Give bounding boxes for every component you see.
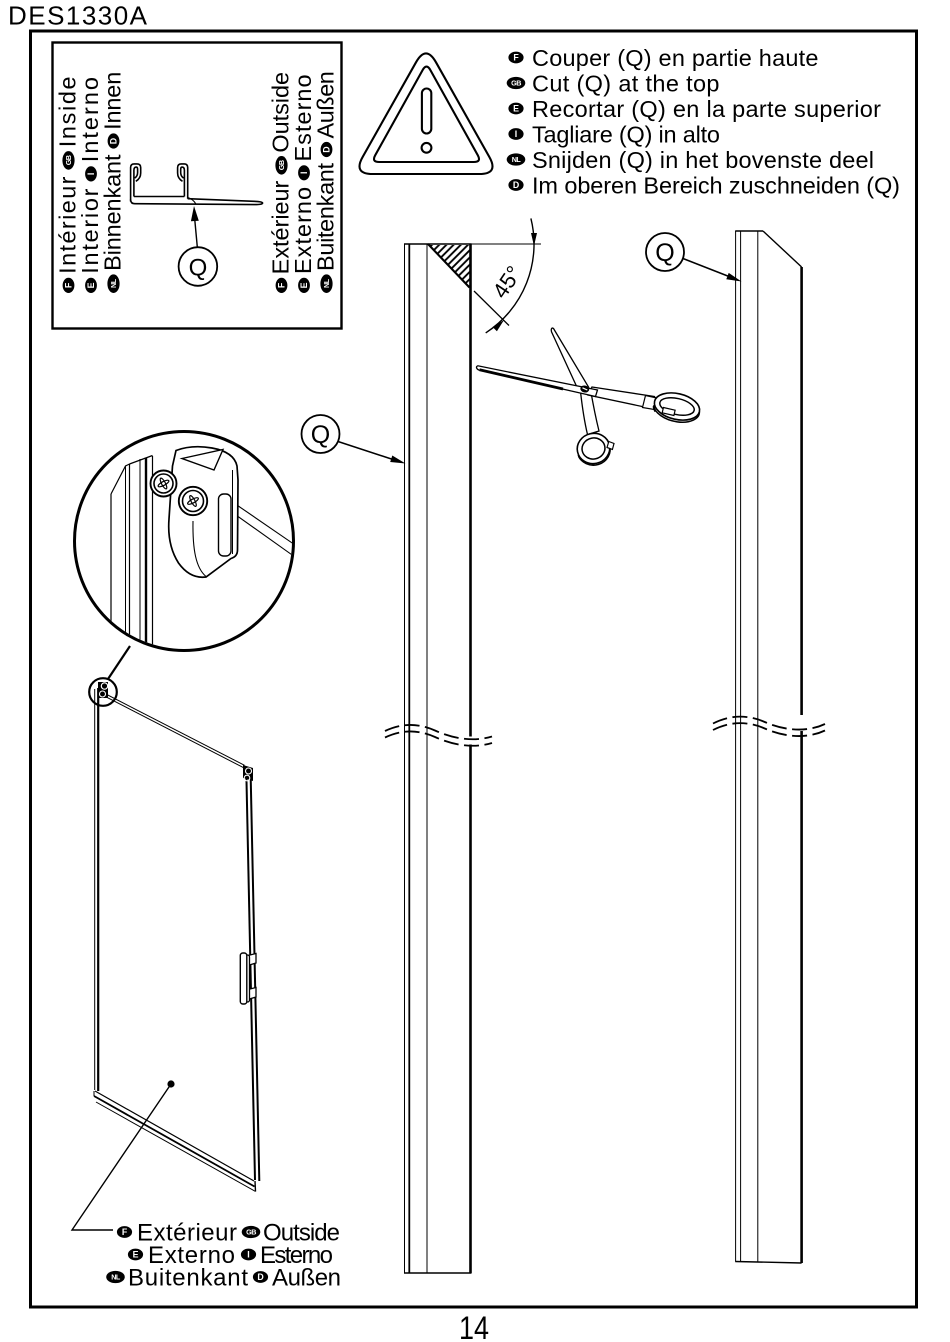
svg-text:D: D [322,146,332,152]
svg-text:E: E [133,1250,139,1260]
svg-text:GB: GB [277,160,286,170]
svg-text:Extérieur: Extérieur [268,180,294,274]
svg-text:Buitenkant: Buitenkant [128,1264,248,1291]
svg-text:Couper (Q) en partie haute: Couper (Q) en partie haute [532,45,819,71]
svg-text:I: I [86,173,96,175]
svg-text:Intérieur: Intérieur [55,176,81,273]
svg-text:GB: GB [246,1228,256,1237]
svg-text:14: 14 [459,1310,489,1342]
svg-text:NL: NL [512,155,522,164]
svg-text:E: E [299,282,309,288]
svg-text:Q: Q [311,421,330,449]
svg-text:D: D [513,180,519,190]
svg-text:F: F [64,282,74,288]
svg-text:I: I [299,172,309,174]
svg-text:F: F [513,53,519,63]
svg-text:Q: Q [189,255,208,282]
svg-text:GB: GB [511,79,521,88]
svg-text:Externo: Externo [148,1242,235,1269]
svg-text:Cut (Q) at the top: Cut (Q) at the top [532,70,720,96]
svg-text:Tagliare (Q) in alto: Tagliare (Q) in alto [532,121,720,147]
svg-text:Binnenkant: Binnenkant [100,154,126,271]
svg-text:Außen: Außen [313,71,339,138]
svg-text:F: F [122,1227,128,1237]
svg-text:GB: GB [64,155,73,165]
svg-text:D: D [109,138,119,144]
svg-text:Im oberen Bereich zuschneiden: Im oberen Bereich zuschneiden (Q) [532,172,900,198]
svg-text:Esterno: Esterno [260,1242,333,1269]
svg-text:I: I [247,1250,249,1260]
svg-text:NL: NL [109,278,118,288]
svg-text:Outside: Outside [268,72,294,153]
svg-text:Recortar (Q) en la parte super: Recortar (Q) en la parte superior [532,96,881,122]
svg-text:D: D [257,1272,263,1282]
svg-text:Buitenkant: Buitenkant [313,162,339,271]
svg-text:Esterno: Esterno [290,74,316,161]
svg-text:Interior: Interior [77,188,103,273]
svg-text:F: F [277,282,287,288]
svg-text:DES1330A: DES1330A [8,1,148,31]
svg-text:Innen: Innen [100,72,126,130]
svg-text:Inside: Inside [55,76,81,147]
svg-text:Extérieur: Extérieur [137,1219,237,1246]
svg-text:NL: NL [111,1273,121,1282]
svg-text:Q: Q [655,239,674,267]
svg-text:Außen: Außen [272,1264,341,1291]
svg-text:E: E [86,282,96,288]
svg-text:Snijden (Q) in het bovenste de: Snijden (Q) in het bovenste deel [532,147,874,173]
svg-text:Outside: Outside [263,1219,340,1246]
svg-text:Externo: Externo [290,187,316,274]
svg-text:E: E [513,104,519,114]
svg-text:I: I [515,129,517,139]
svg-text:NL: NL [322,278,331,288]
